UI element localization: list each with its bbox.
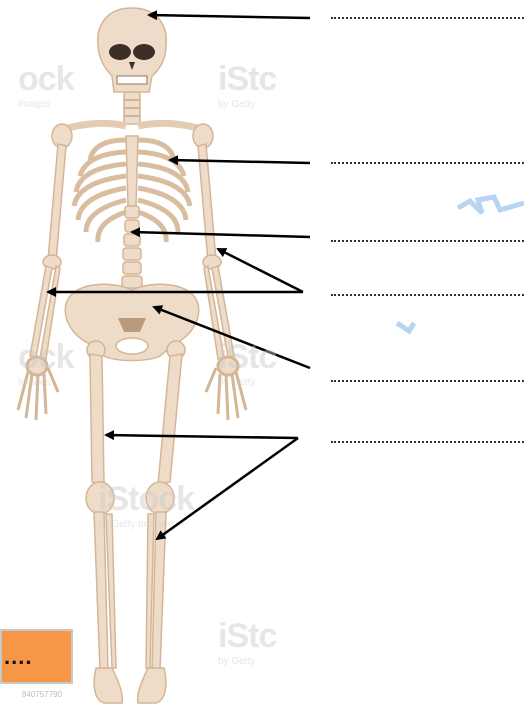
watermark-logo: ock: [18, 60, 74, 99]
skull: [98, 8, 166, 92]
blue-decoration: [397, 323, 414, 331]
watermark-tagline: Images: [18, 99, 74, 110]
watermark-tagline: by Getty Images: [98, 519, 194, 530]
watermark: iStc by Getty: [218, 617, 276, 667]
watermark-tagline: by Getty: [218, 656, 276, 667]
left-foot: [94, 668, 122, 703]
watermark-tagline: Images: [18, 377, 74, 388]
watermark-logo: iStc: [218, 338, 276, 377]
arrow-leg-left: [106, 435, 298, 438]
watermark-tagline: by Getty: [218, 377, 276, 388]
left-femur: [90, 354, 104, 484]
left-tibia: [94, 512, 108, 670]
answer-line-spine[interactable]: [331, 240, 524, 242]
right-femur: [158, 354, 182, 484]
watermark: iStc by Getty: [218, 60, 276, 110]
answer-line-pelvis[interactable]: [331, 380, 524, 382]
answer-line-leg[interactable]: [331, 441, 524, 443]
answer-line-ribs[interactable]: [331, 162, 524, 164]
left-humerus: [48, 144, 66, 262]
watermark: ock Images: [18, 60, 74, 110]
watermark: ock Images: [18, 338, 74, 388]
stock-image-id: 840757790: [22, 690, 62, 699]
arrow-skull: [149, 15, 310, 18]
blue-decoration: [458, 197, 524, 213]
answer-line-arm[interactable]: [331, 294, 524, 296]
answer-box-text: ....: [4, 644, 32, 670]
watermark-logo: ock: [18, 338, 74, 377]
right-clavicle: [138, 123, 198, 128]
answer-line-skull[interactable]: [331, 17, 524, 19]
watermark-logo: iStock: [98, 480, 194, 519]
arrow-spine: [132, 232, 310, 237]
sternum: [126, 136, 138, 206]
watermark: iStc by Getty: [218, 338, 276, 388]
right-foot: [138, 668, 166, 703]
arrow-arm-right: [218, 249, 303, 292]
watermark-logo: iStc: [218, 617, 276, 656]
watermark-tagline: by Getty: [218, 99, 276, 110]
arrow-ribs: [170, 160, 310, 163]
answer-box[interactable]: ....: [0, 629, 73, 684]
spine: [122, 206, 142, 288]
watermark-logo: iStc: [218, 60, 276, 99]
left-clavicle: [68, 123, 126, 128]
watermark: iStock by Getty Images: [98, 480, 194, 530]
